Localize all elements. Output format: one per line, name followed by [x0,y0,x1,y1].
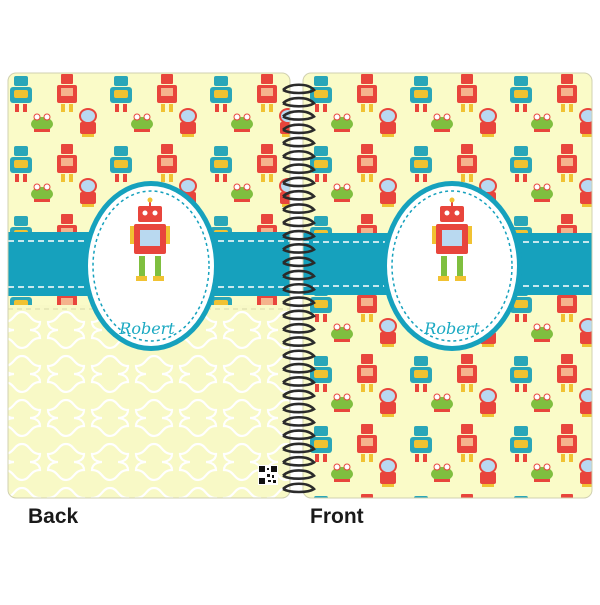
spiral-coil [282,256,316,268]
spiral-coil [282,216,316,228]
spiral-coil [282,442,316,454]
spiral-coil [282,309,316,321]
spiral-coil [282,455,316,467]
front-label: Front [310,505,364,528]
spiral-coil [282,282,316,294]
robot-icon [130,197,170,281]
qr-code-icon [258,465,278,485]
spiral-coil [282,96,316,108]
spiral-coil [282,110,316,121]
spiral-coil [282,83,316,95]
spiral-coil [282,482,316,494]
spiral-coil [282,415,316,427]
spiral-coil [282,243,316,254]
spiral-coil [282,189,316,201]
spiral-binding-icon [282,83,316,494]
back-name-text: Robert [118,319,175,338]
back-label: Back [28,505,79,528]
spiral-coil [282,362,316,374]
spiral-coil [282,269,316,281]
spiral-coil [282,389,316,401]
spiral-coil [282,402,316,414]
spiral-coil [282,376,316,387]
spiral-coil [282,123,316,135]
spiral-coil [282,203,316,214]
back-cover [8,73,290,498]
spiral-coil [282,229,316,241]
front-name-text: Robert [423,319,480,338]
front-name-circle: Robert [382,181,522,351]
spiral-coil [282,429,316,441]
spiral-coil [282,296,316,308]
spiral-coil [282,163,316,175]
spiral-coil [282,469,316,480]
spiral-coil [282,136,316,148]
spiral-coil [282,336,316,347]
spiral-coil [282,176,316,188]
spiral-coil [282,349,316,361]
spiral-coil [282,322,316,334]
back-name-circle: Robert [83,181,219,351]
robot-icon [432,197,472,281]
spiral-coil [282,149,316,161]
